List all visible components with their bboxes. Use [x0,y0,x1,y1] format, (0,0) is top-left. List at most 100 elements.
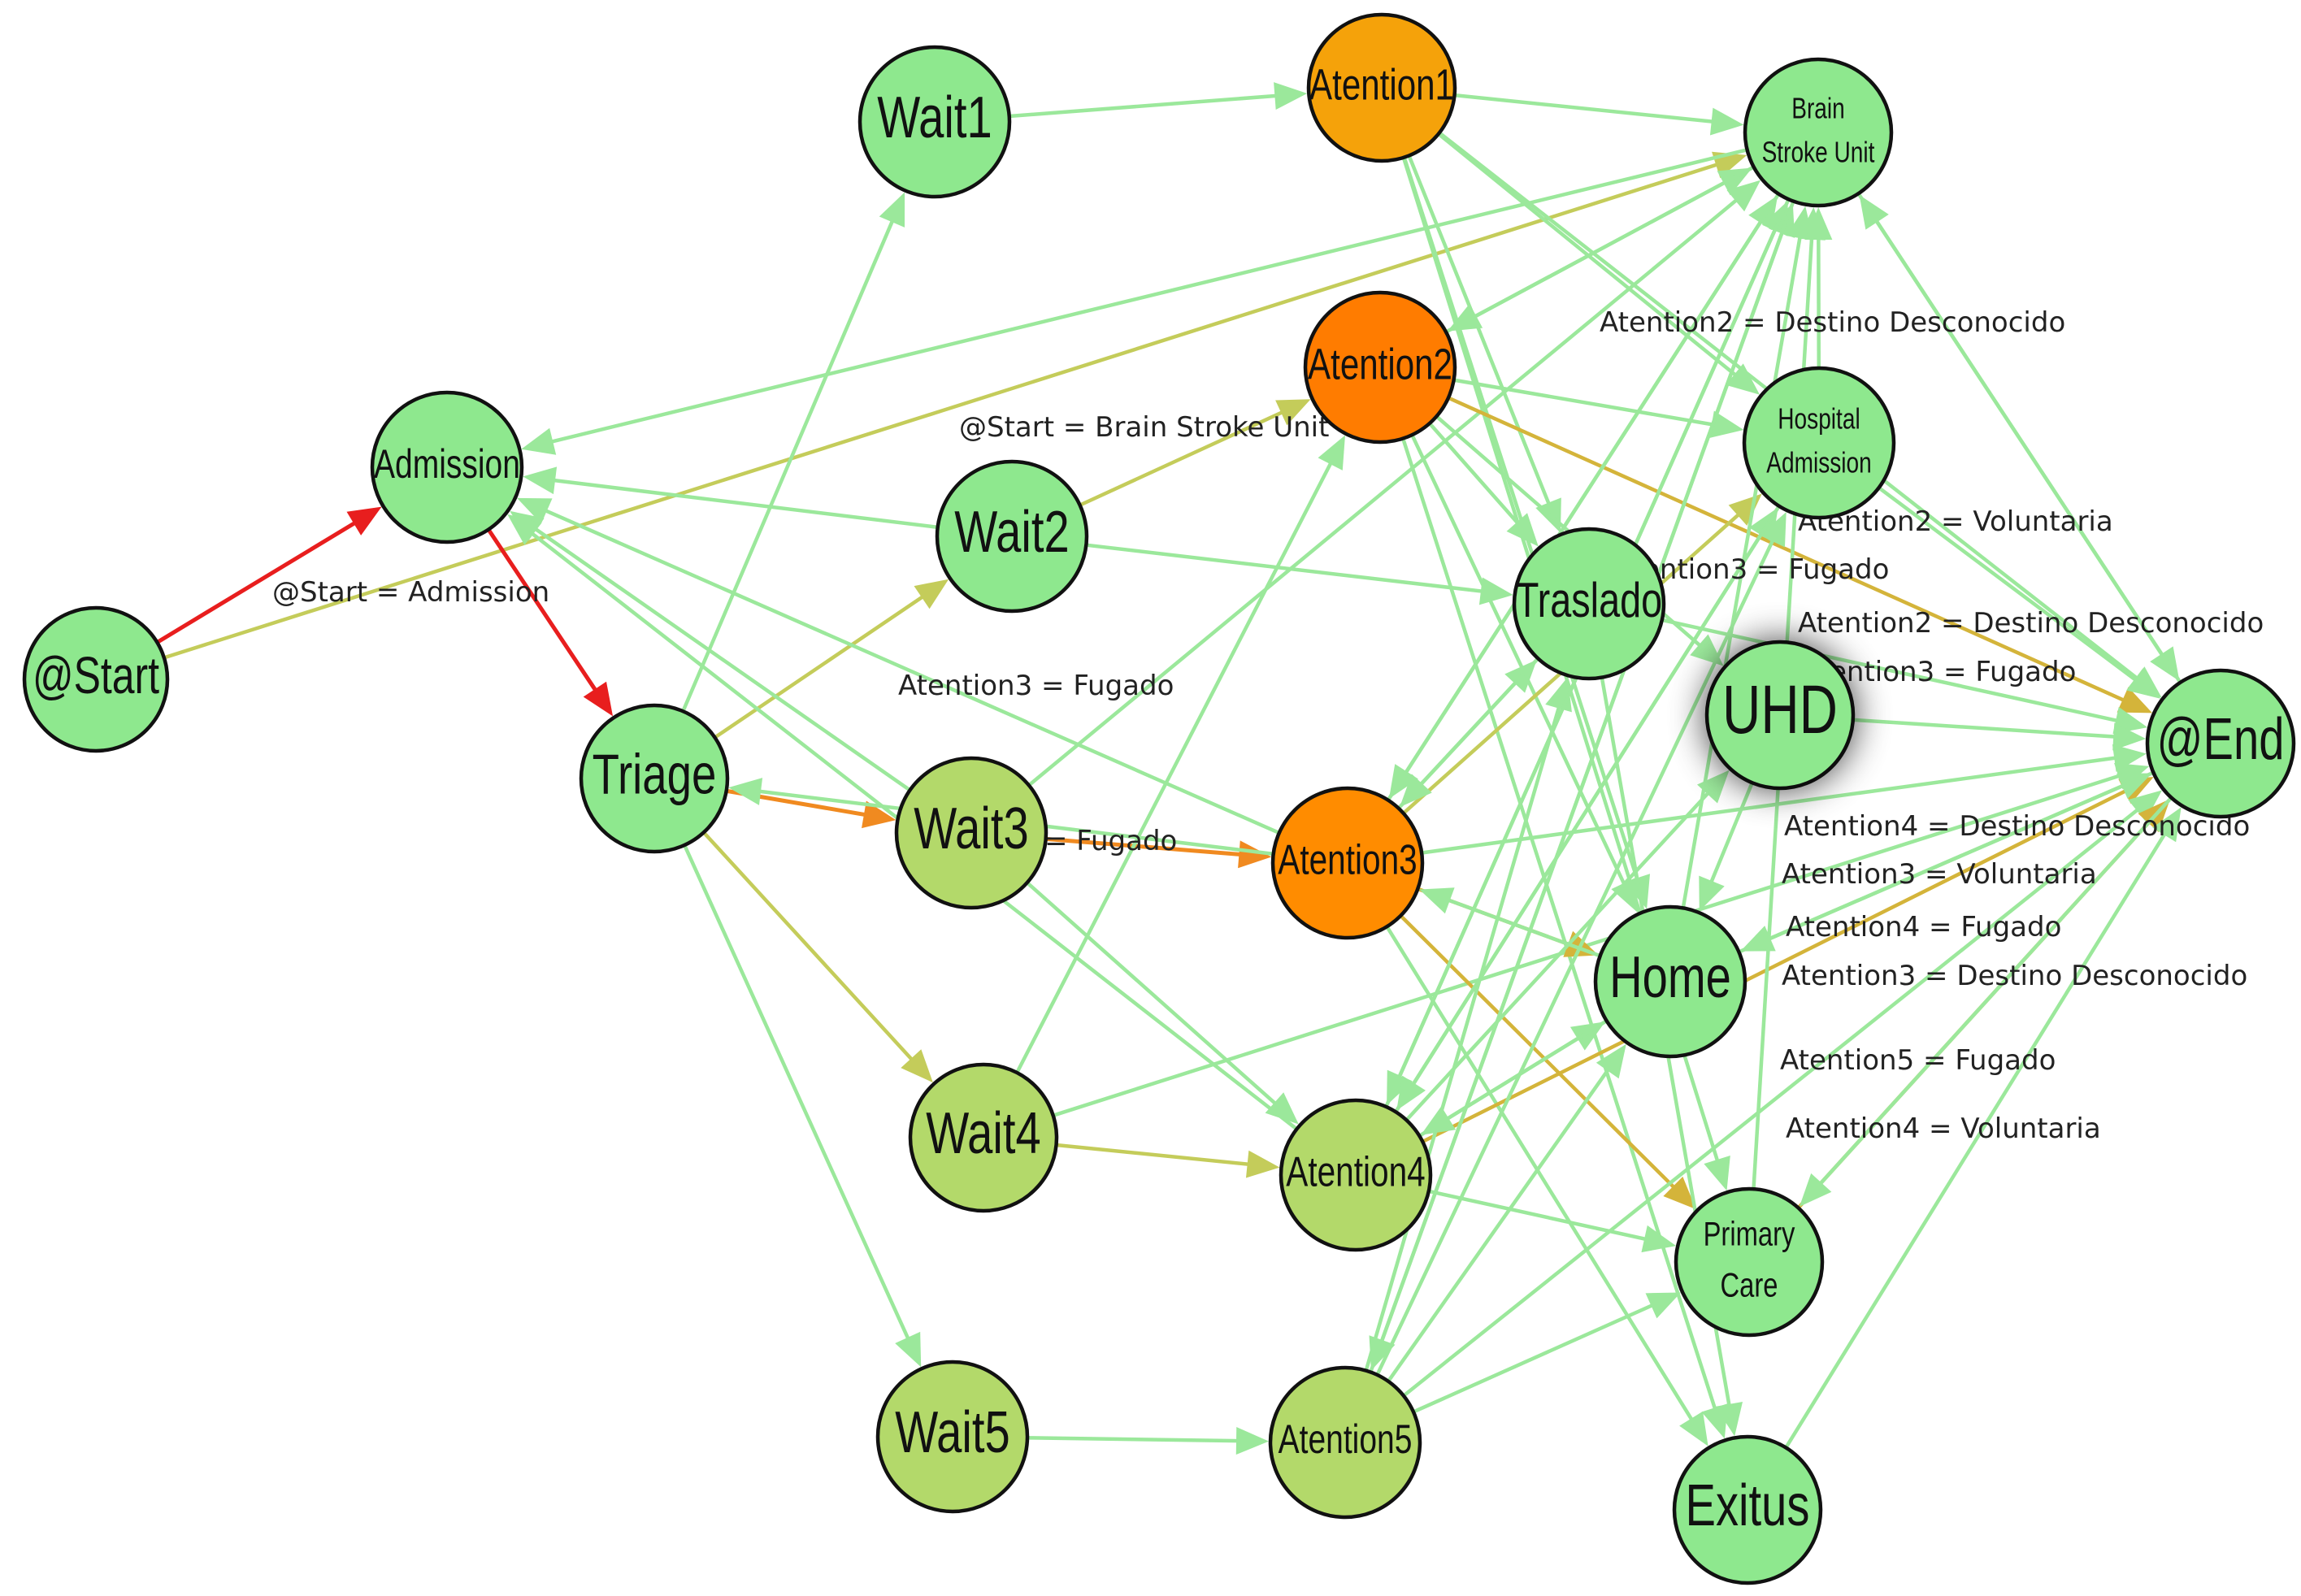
node-circle [857,45,1012,199]
edge-line [1784,821,2174,1449]
edge-line [1867,208,2182,684]
node-circle [875,1360,1030,1514]
edge-line [1756,770,2155,947]
edge-arrowhead [507,514,542,545]
edge-arrowhead [1804,206,1833,241]
edge-line [163,158,1731,660]
node-wait5[interactable]: Wait5 [875,1360,1030,1514]
edge-label: Atention4 = Fugado [1786,911,2061,943]
node-wait2[interactable]: Wait2 [935,459,1089,614]
edge-line [156,514,368,644]
edge-arrowhead [2126,668,2161,699]
node-label: @Start [33,647,159,705]
edge-arrowhead [583,681,614,717]
node-label: Wait5 [895,1399,1009,1464]
node-exitus[interactable]: Exitus [1672,1434,1823,1585]
node-atention3[interactable]: Atention3 [1270,786,1425,940]
node-circle [1306,12,1457,163]
node-label: Primary [1704,1215,1795,1253]
edge-arrowhead [1369,1335,1396,1371]
edge-brain-to-atention5 [1369,200,1795,1371]
edge-arrowhead [1679,1411,1708,1446]
edge-line [1435,1019,1608,1128]
edge-atention5-to-primary [1413,1292,1681,1414]
edge-label: @Start = Brain Stroke Unit [959,411,1329,444]
node-label: Wait2 [954,499,1069,564]
node-circle [22,605,170,753]
node-atention1[interactable]: Atention1 [1306,12,1457,163]
node-label: Traslado [1516,573,1662,627]
edge-atention1-to-brain [1454,93,1744,136]
node-atention5[interactable]: Atention5 [1268,1365,1422,1520]
edge-wait2-to-atention2 [1079,399,1311,507]
node-label: Atention5 [1279,1416,1413,1462]
node-traslado[interactable]: Traslado [1512,527,1666,681]
edge-line [1852,718,2129,739]
edge-wait2-to-traslado [1086,543,1513,605]
edge-line [1079,405,1296,507]
node-label: UHD [1722,671,1838,748]
node-home[interactable]: Home [1593,904,1747,1059]
node-start[interactable]: @Start [22,605,170,753]
edge-arrowhead [523,466,558,495]
node-circle [1672,1434,1823,1585]
edge-arrowhead [1596,1043,1626,1079]
node-uhd[interactable]: UHD [1704,640,1856,791]
node-atention2[interactable]: Atention2 [1303,290,1457,445]
node-circle [935,459,1089,614]
edge-arrowhead [1709,410,1744,439]
edge-line [1056,1143,1263,1168]
edge-label: = Fugado [1044,825,1177,857]
node-admission[interactable]: Admission [370,390,524,544]
node-atention4[interactable]: Atention4 [1279,1098,1433,1252]
edge-wait3-to-atention4 [1026,881,1299,1125]
edge-triage-to-wait1 [681,192,905,713]
edge-arrowhead [1611,877,1638,913]
edge-atention3-to-admission [517,497,1280,835]
edge-end-to-brain [1859,194,2182,684]
edge-arrowhead [521,427,557,455]
node-end[interactable]: @End [2145,668,2296,819]
edge-triage-to-wait2 [714,579,949,739]
edge-line [1026,881,1287,1114]
node-label: Wait1 [877,85,992,150]
edge-line [1364,693,1565,1372]
edge-label: Atention3 = Voluntaria [1782,858,2097,891]
edge-hospital-to-atention4 [1396,505,1781,1111]
node-wait1[interactable]: Wait1 [857,45,1012,199]
edge-atention3-to-primary [1399,914,1696,1210]
edge-line [1015,449,1339,1074]
edge-arrowhead [879,192,905,228]
edge-triage-to-wait5 [683,844,922,1368]
edge-label: @Start = Admission [272,576,549,609]
edge-atention2-to-home [1410,434,1638,913]
edge-line [1396,193,1781,786]
edge-arrowhead [1663,1176,1696,1210]
edge-line [683,844,916,1352]
edge-arrowhead [1859,194,1889,230]
edge-line [1428,422,1529,535]
edge-atention4-to-uhd [1404,770,1730,1121]
edge-hospital-to-end [1878,486,2161,699]
node-circle [370,390,524,544]
edge-arrowhead [1388,764,1418,799]
edge-line [1027,1436,1252,1443]
node-wait4[interactable]: Wait4 [908,1062,1059,1213]
edge-line [1428,1189,1660,1244]
edge-line [1461,165,1755,325]
edge-line [1045,836,1254,858]
edge-brain-to-admission [521,148,1748,455]
node-wait3[interactable]: Wait3 [894,756,1048,910]
edge-label: Atention3 = Destino Desconocido [1782,960,2247,992]
edge-brain-to-atention2 [1447,165,1755,332]
node-circle [1268,1365,1422,1520]
edge-line [1437,132,1747,385]
edge-line [1422,783,2139,1143]
node-triage[interactable]: Triage [579,703,730,854]
node-circle [1270,786,1425,940]
edge-line [1399,914,1686,1199]
edge-label: Atention2 = Destino Desconocido [1798,607,2264,640]
